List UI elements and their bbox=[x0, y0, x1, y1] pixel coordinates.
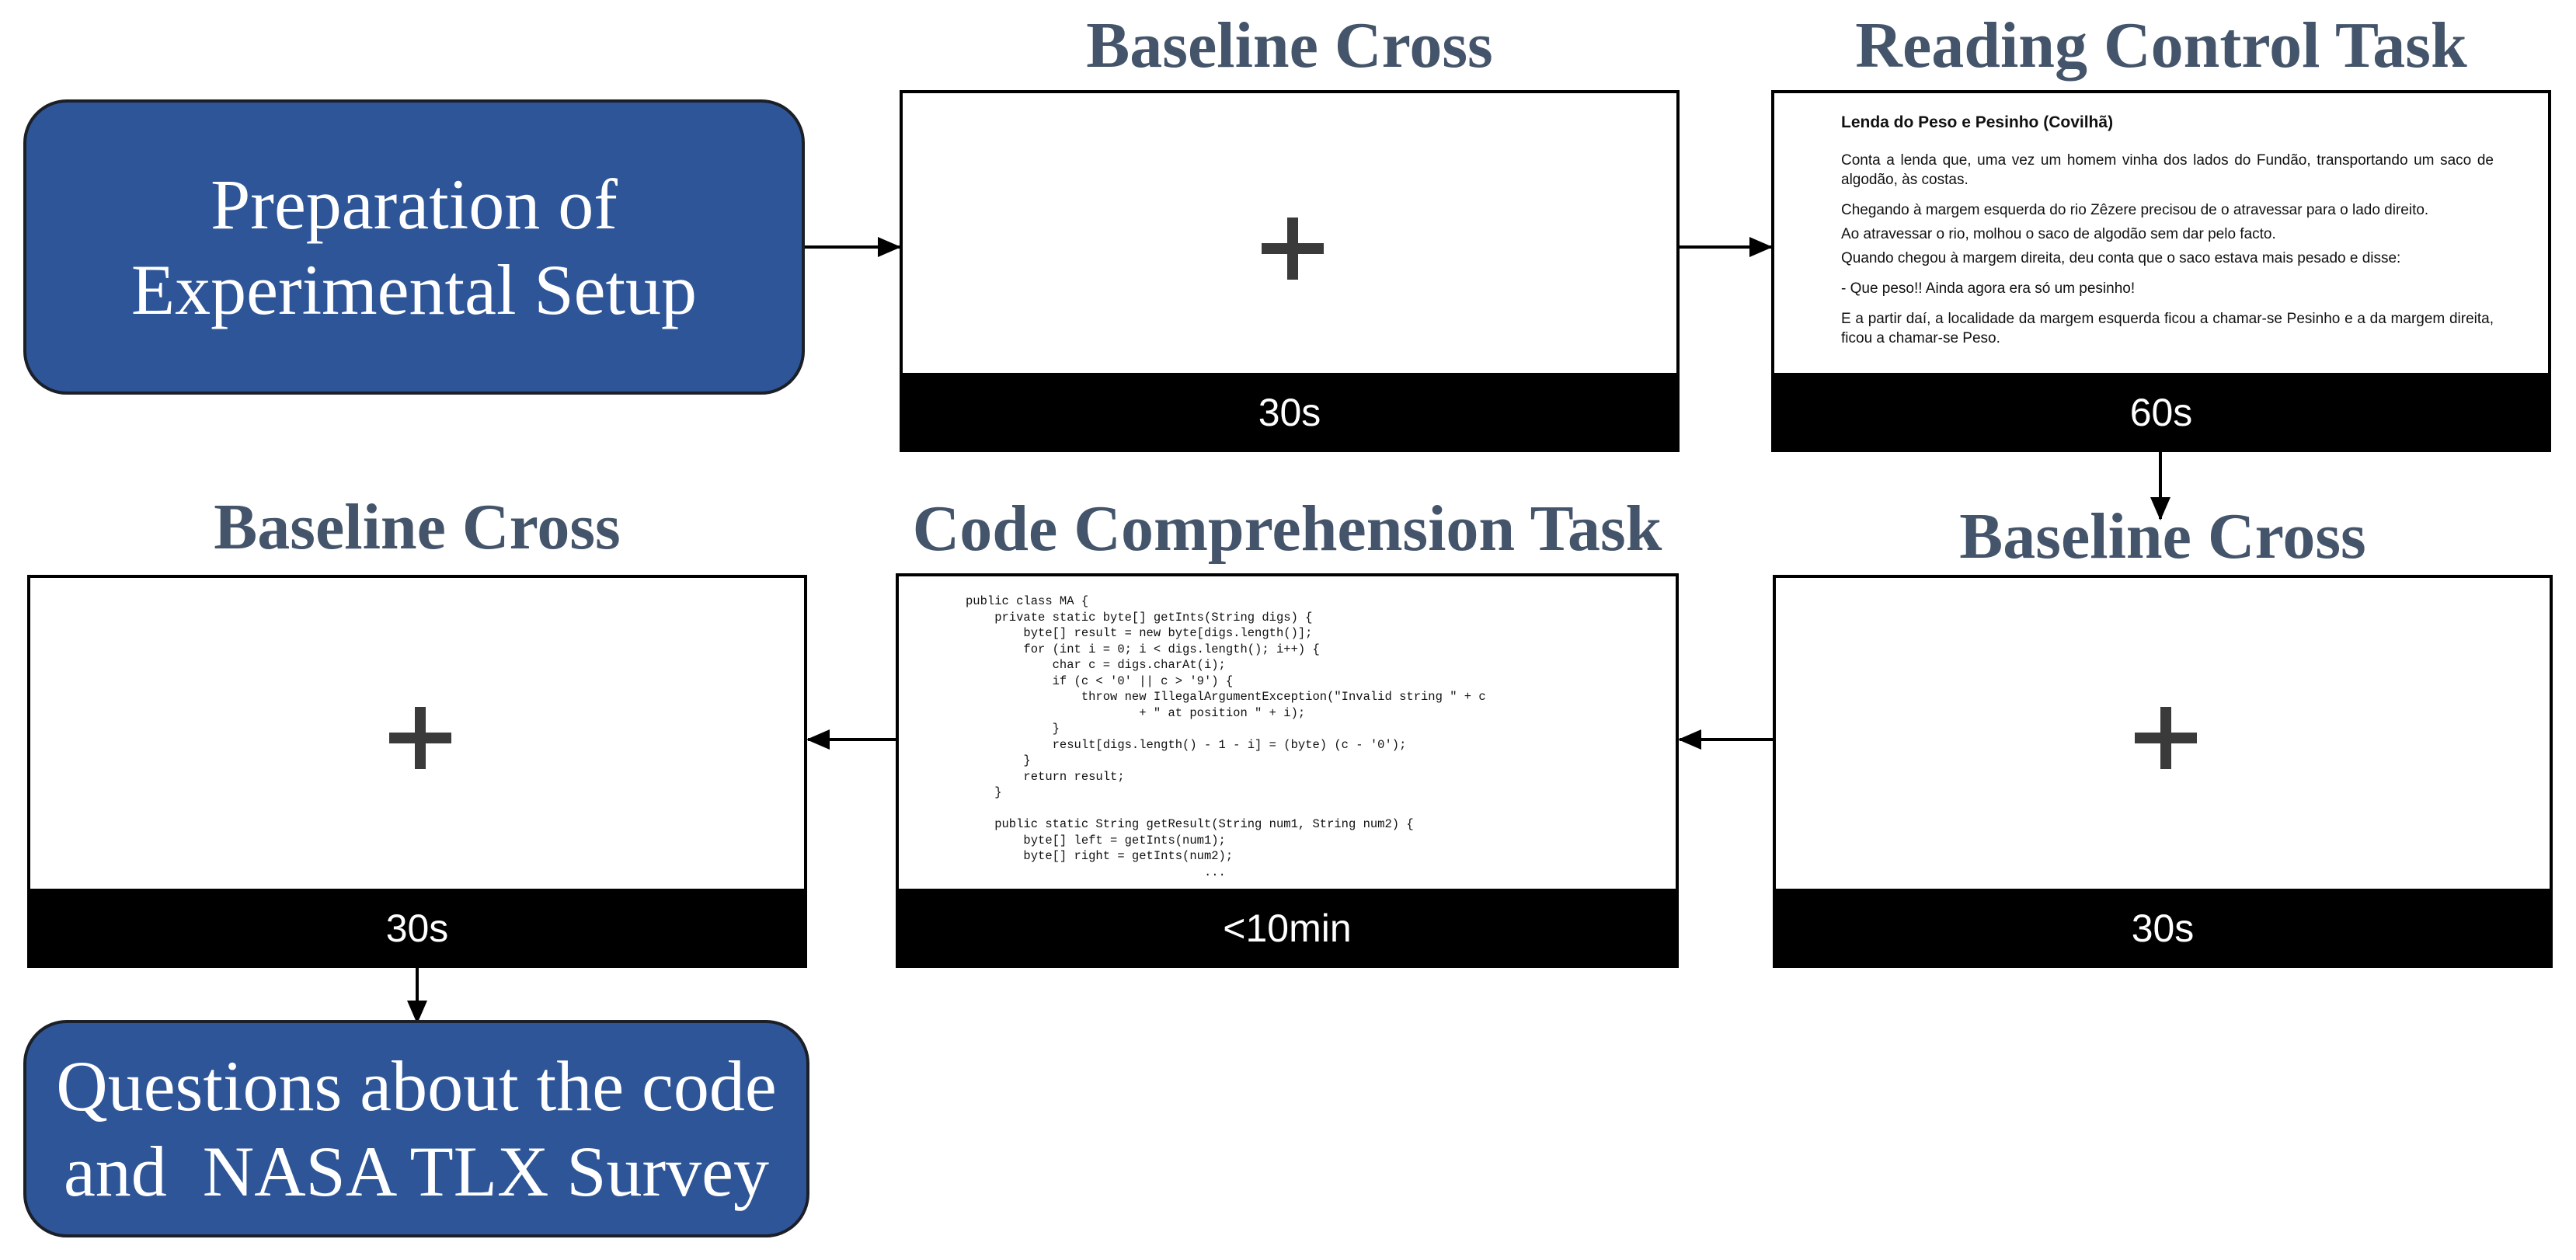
baseline2-panel: 30s bbox=[1773, 575, 2553, 968]
baseline3-panel: 30s bbox=[27, 575, 807, 968]
code-line: public static String getResult(String nu… bbox=[966, 817, 1414, 831]
code-line: return result; bbox=[966, 769, 1125, 784]
preparation-line1: Preparation of bbox=[211, 164, 618, 244]
code-line: byte[] result = new byte[digs.length()]; bbox=[966, 626, 1313, 640]
preparation-line2: Experimental Setup bbox=[131, 250, 698, 329]
code-panel: public class MA { private static byte[] … bbox=[896, 573, 1679, 968]
code-duration: <10min bbox=[896, 889, 1679, 968]
code-line: } bbox=[966, 785, 1002, 799]
baseline2-title: Baseline Cross bbox=[1959, 500, 2366, 573]
reading-paragraph: Ao atravessar o rio, molhou o saco de al… bbox=[1841, 225, 2276, 242]
preparation-box: Preparation of Experimental Setup bbox=[23, 99, 805, 395]
questions-box: Questions about the code and NASA TLX Su… bbox=[23, 1020, 809, 1237]
code-title: Code Comprehension Task bbox=[912, 493, 1662, 565]
reading-paragraph: Quando chegou à margem direita, deu cont… bbox=[1841, 250, 2401, 267]
fixation-cross-icon bbox=[2135, 707, 2197, 769]
questions-line1: Questions about the code bbox=[56, 1046, 777, 1126]
code-line bbox=[966, 801, 1486, 817]
questions-line2: and NASA TLX Survey bbox=[63, 1132, 770, 1211]
baseline3-duration: 30s bbox=[27, 889, 807, 968]
code-line: public class MA { bbox=[966, 594, 1089, 608]
baseline3-title: Baseline Cross bbox=[214, 491, 621, 563]
code-line: for (int i = 0; i < digs.length(); i++) … bbox=[966, 642, 1320, 656]
code-snippet: public class MA { private static byte[] … bbox=[966, 593, 1486, 880]
reading-paragraph: E a partir daí, a localidade da margem e… bbox=[1841, 311, 2494, 347]
reading-text-title: Lenda do Peso e Pesinho (Covilhã) bbox=[1841, 113, 2114, 131]
reading-paragraph: Chegando à margem esquerda do rio Zêzere… bbox=[1841, 201, 2429, 218]
baseline1-panel: 30s bbox=[900, 90, 1680, 452]
code-line: if (c < '0' || c > '9') { bbox=[966, 674, 1234, 688]
code-line: private static byte[] getInts(String dig… bbox=[966, 610, 1313, 625]
baseline1-title: Baseline Cross bbox=[1086, 9, 1493, 82]
fixation-cross-icon bbox=[389, 707, 451, 769]
code-line: throw new IllegalArgumentException("Inva… bbox=[966, 690, 1486, 704]
code-line: ... bbox=[966, 865, 1226, 879]
reading-duration: 60s bbox=[1771, 373, 2551, 452]
reading-paragraph: - Que peso!! Ainda agora era só um pesin… bbox=[1841, 280, 2136, 298]
code-line: byte[] right = getInts(num2); bbox=[966, 849, 1234, 863]
code-line: char c = digs.charAt(i); bbox=[966, 658, 1226, 672]
reading-paragraph: Conta a lenda que, uma vez um homem vinh… bbox=[1841, 151, 2494, 188]
code-line: } bbox=[966, 754, 1031, 767]
fixation-cross-icon bbox=[1262, 218, 1324, 280]
reading-title: Reading Control Task bbox=[1855, 9, 2467, 82]
reading-panel: Lenda do Peso e Pesinho (Covilhã) Conta … bbox=[1771, 90, 2551, 452]
baseline2-duration: 30s bbox=[1773, 889, 2553, 968]
baseline1-duration: 30s bbox=[900, 373, 1680, 452]
code-line: + " at position " + i); bbox=[966, 705, 1306, 720]
code-line: byte[] left = getInts(num1); bbox=[966, 833, 1226, 848]
reading-text: Lenda do Peso e Pesinho (Covilhã) Conta … bbox=[1841, 112, 2494, 359]
code-line: result[digs.length() - 1 - i] = (byte) (… bbox=[966, 737, 1407, 752]
code-line: } bbox=[966, 722, 1060, 736]
